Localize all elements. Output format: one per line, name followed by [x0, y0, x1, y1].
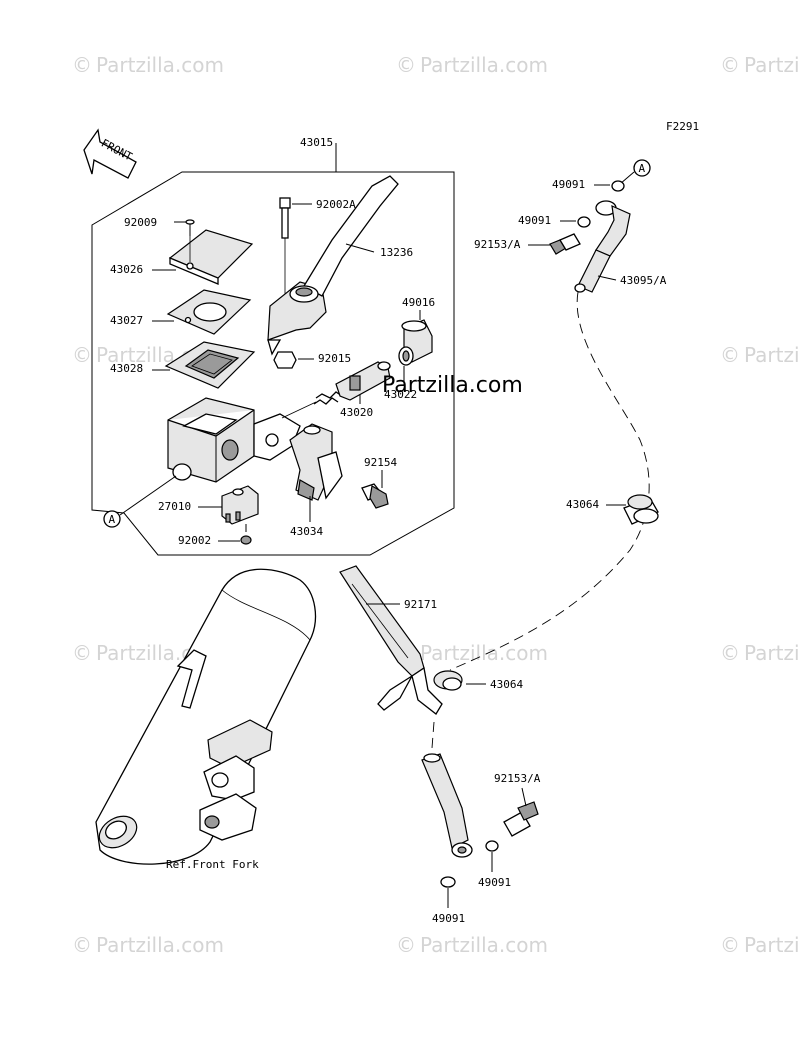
- washer-49091-lower: [485, 840, 499, 852]
- label-92154: 92154: [364, 456, 397, 469]
- diagram-id: F2291: [666, 120, 699, 133]
- svg-text:©: ©: [720, 343, 740, 367]
- label-43026: 43026: [110, 263, 143, 276]
- label-43034: 43034: [290, 525, 323, 538]
- svg-text:Partzilla.com: Partzilla.com: [420, 641, 548, 665]
- svg-text:Partzilla.com: Partzilla.com: [96, 933, 224, 957]
- nut-92015: [273, 351, 297, 369]
- label-43022: 43022: [384, 388, 417, 401]
- svg-text:Partzilla.com: Partzilla.com: [420, 933, 548, 957]
- svg-text:Partzilla.com: Partzilla.com: [420, 53, 548, 77]
- brake-hose-fitting-bottom: [421, 753, 473, 858]
- label-43015: 43015: [300, 136, 333, 149]
- screw-92009: [185, 219, 195, 236]
- svg-text:©: ©: [72, 933, 92, 957]
- clamp-bolt: [361, 483, 389, 509]
- label-49091-a: 49091: [552, 178, 585, 191]
- hose-bracket: [339, 565, 443, 715]
- leader: [119, 475, 177, 516]
- label-43064-b: 43064: [490, 678, 523, 691]
- label-49091-b: 49091: [518, 214, 551, 227]
- label-43028: 43028: [110, 362, 143, 375]
- svg-text:A: A: [639, 162, 646, 175]
- reservoir-cap: [168, 229, 254, 285]
- label-92171: 92171: [404, 598, 437, 611]
- leader: [521, 787, 527, 807]
- label-43020: 43020: [340, 406, 373, 419]
- label-43095A: 43095/A: [620, 274, 667, 287]
- label-27010: 27010: [158, 500, 191, 513]
- label-92002: 92002: [178, 534, 211, 547]
- watermark: ©Partzilla.com: [720, 343, 800, 367]
- label-92153A-bottom: 92153/A: [494, 772, 541, 785]
- reference-a-right: A: [633, 159, 651, 177]
- label-49091-d: 49091: [432, 912, 465, 925]
- hose-grommet-upper: [623, 494, 659, 525]
- diaphragm: [164, 341, 256, 389]
- front-arrow-icon: FRONT: [83, 128, 137, 179]
- svg-text:©: ©: [720, 641, 740, 665]
- hose-grommet-lower: [433, 670, 463, 691]
- label-92009: 92009: [124, 216, 157, 229]
- label-49091-c: 49091: [478, 876, 511, 889]
- watermark: ©Partzilla.com: [72, 53, 224, 77]
- piston-assembly: [313, 361, 391, 405]
- screw-92002: [240, 524, 252, 545]
- diaphragm-plate: [166, 289, 252, 335]
- svg-text:©: ©: [396, 53, 416, 77]
- leader: [345, 243, 375, 253]
- banjo-bolt-top: [549, 233, 581, 255]
- label-92153A-top: 92153/A: [474, 238, 521, 251]
- watermark: ©Partzilla.com: [720, 933, 800, 957]
- leader: [597, 275, 617, 281]
- svg-text:Partzilla.com: Partzilla.com: [744, 933, 800, 957]
- brake-hose-fitting-top: [574, 200, 631, 293]
- banjo-bolt-bottom: [503, 801, 539, 837]
- watermark-layer: ©Partzilla.com ©Partzilla.com ©Partzilla…: [72, 53, 800, 957]
- label-49016: 49016: [402, 296, 435, 309]
- svg-text:Partzilla.com: Partzilla.com: [744, 53, 800, 77]
- svg-text:Partzilla.com: Partzilla.com: [96, 53, 224, 77]
- washer-49091-mid: [577, 216, 591, 228]
- brake-hose-link: [431, 721, 435, 749]
- watermark: ©Partzilla.com: [72, 933, 224, 957]
- svg-text:A: A: [109, 513, 116, 526]
- label-13236: 13236: [380, 246, 413, 259]
- leader: [281, 401, 317, 419]
- svg-text:Partzilla.com: Partzilla.com: [744, 343, 800, 367]
- watermark: ©Partzilla.com: [720, 53, 800, 77]
- reference-front-fork: Ref.Front Fork: [166, 858, 259, 871]
- brake-lever: [267, 175, 399, 356]
- svg-text:©: ©: [720, 933, 740, 957]
- washer-49091-top: [611, 180, 625, 192]
- label-43027: 43027: [110, 314, 143, 327]
- brake-light-switch: [221, 485, 259, 525]
- label-92002A: 92002A: [316, 198, 356, 211]
- handlebar-clamp: [289, 423, 343, 501]
- svg-text:©: ©: [720, 53, 740, 77]
- watermark: ©Partzilla.com: [396, 933, 548, 957]
- label-92015: 92015: [318, 352, 351, 365]
- brand-watermark: Partzilla.com: [382, 373, 523, 398]
- front-fork: [95, 568, 317, 865]
- svg-text:©: ©: [72, 641, 92, 665]
- brake-hose: [449, 291, 650, 671]
- label-43064-a: 43064: [566, 498, 599, 511]
- assembly-frame: [91, 171, 455, 556]
- circlip: [398, 346, 414, 366]
- svg-text:©: ©: [72, 343, 92, 367]
- watermark: ©Partzilla.com: [720, 641, 800, 665]
- master-cylinder-body: [167, 397, 301, 483]
- washer-49091-bottom: [440, 876, 456, 888]
- reference-a-left: A: [103, 510, 121, 528]
- svg-text:©: ©: [396, 933, 416, 957]
- svg-text:Partzilla.com: Partzilla.com: [744, 641, 800, 665]
- svg-text:©: ©: [72, 53, 92, 77]
- watermark: ©Partzilla.com: [396, 53, 548, 77]
